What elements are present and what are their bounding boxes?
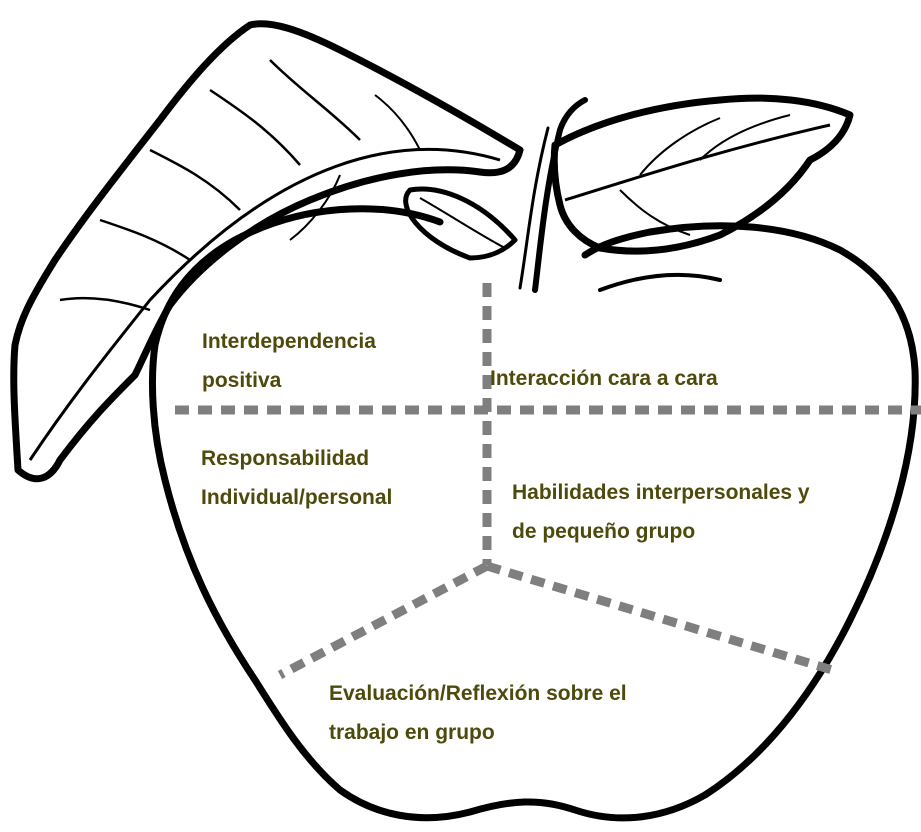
label-evaluacion-line1: Evaluación/Reflexión sobre el [329,682,627,705]
apple-outline [148,205,919,822]
label-responsabilidad: Responsabilidad Individual/personal [201,439,392,517]
label-habilidades-line1: Habilidades interpersonales y [512,481,810,504]
label-habilidades-line2: de pequeño grupo [512,520,696,543]
divider-bottom-left [277,562,490,679]
large-leaf-left [10,20,524,483]
leaf-right [550,94,854,255]
label-interdependencia-line2: positiva [202,369,282,392]
apple-stem-inner [518,126,550,290]
label-interaccion-line1: Interacción cara a cara [490,367,718,390]
label-interdependencia-line1: Interdependencia [202,330,376,353]
label-responsabilidad-line1: Responsabilidad [201,447,370,470]
label-habilidades: Habilidades interpersonales y de pequeño… [512,473,810,551]
section-dividers [175,283,921,679]
label-evaluacion: Evaluación/Reflexión sobre el trabajo en… [329,674,627,752]
label-interdependencia: Interdependencia positiva [202,322,376,400]
label-interaccion: Interacción cara a cara [490,359,718,398]
label-responsabilidad-line2: Individual/personal [201,486,393,509]
small-leaf [403,186,518,261]
divider-bottom-right [485,561,834,675]
label-evaluacion-line2: trabajo en grupo [329,721,495,744]
